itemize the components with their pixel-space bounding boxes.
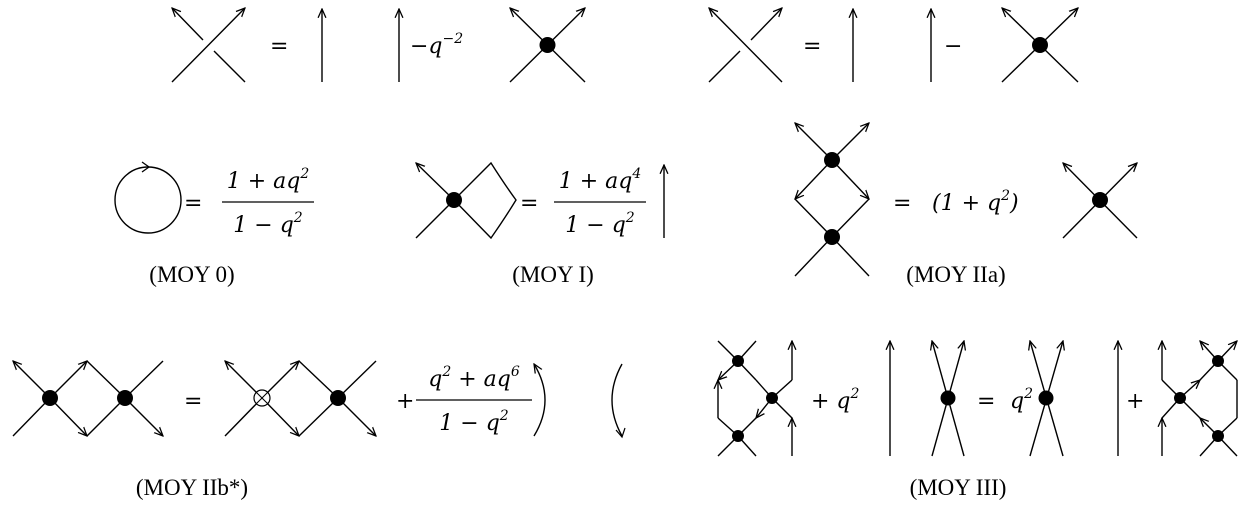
equals-sign: = — [184, 191, 202, 216]
relation-moy-iia: = (1 + q2) (MOY IIa) — [795, 123, 1137, 287]
circle-loop-diagram — [114, 161, 182, 234]
equals-sign: = — [270, 34, 288, 59]
denominator: 1 − q2 — [233, 210, 303, 238]
caption-moy-iib: (MOY IIb*) — [136, 475, 248, 500]
coefficient-one-plus-q-squared: (1 + q2) — [932, 188, 1019, 216]
coefficient-plus-q-squared: + q2 — [811, 386, 860, 414]
coefficient-q-inverse-squared: −q−2 — [410, 31, 463, 59]
caption-moy-iii: (MOY III) — [910, 475, 1007, 500]
plus-sign: + — [1126, 389, 1144, 414]
double-vertex-bigon-diagram — [795, 123, 869, 277]
parallel-strands-diagram — [853, 9, 931, 82]
vertex-with-loop-diagram — [416, 161, 517, 240]
moy-iii-vertex-and-strand — [1030, 341, 1118, 457]
positive-crossing-diagram — [172, 8, 245, 83]
caption-moy-i: (MOY I) — [512, 262, 594, 287]
denominator: 1 − q2 — [439, 408, 509, 436]
equals-sign: = — [803, 34, 821, 59]
parallel-strands-diagram — [322, 9, 399, 82]
singular-vertex-diagram — [510, 8, 585, 83]
relation-positive-crossing: = −q−2 — [172, 8, 585, 83]
fraction-moy-0: 1 + aq2 1 − q2 — [222, 166, 314, 238]
relation-negative-crossing: = − — [709, 8, 1078, 83]
numerator: 1 + aq4 — [559, 166, 642, 194]
moy-iii-strand-and-vertex — [890, 341, 964, 457]
denominator: 1 − q2 — [565, 210, 635, 238]
double-vertex-square-diagram-right — [225, 361, 376, 436]
smoothing-arcs-diagram — [534, 364, 626, 439]
numerator: q2 + aq6 — [428, 364, 520, 392]
moy-iii-right-diagram — [1162, 341, 1237, 457]
relation-moy-iii: + q2 = q2 + — [718, 341, 1237, 500]
relation-moy-i: = 1 + aq4 1 − q2 (MOY I) — [416, 161, 664, 287]
equals-sign: = — [184, 389, 202, 414]
caption-moy-iia: (MOY IIa) — [906, 262, 1005, 287]
equals-sign: = — [520, 191, 538, 216]
double-vertex-square-diagram-left — [13, 361, 163, 436]
singular-vertex-diagram — [1002, 8, 1078, 83]
relation-moy-0: = 1 + aq2 1 − q2 (MOY 0) — [114, 161, 314, 287]
caption-moy-0: (MOY 0) — [149, 262, 234, 287]
minus-sign: − — [944, 34, 962, 59]
plus-sign: + — [396, 389, 414, 414]
negative-crossing-diagram — [709, 8, 782, 83]
relation-moy-iib: = + q2 + aq6 1 − q2 (MOY IIb*) — [13, 361, 626, 500]
fraction-moy-i: 1 + aq4 1 − q2 — [554, 166, 646, 238]
equals-sign: = — [977, 389, 995, 414]
moy-iii-left-diagram — [718, 341, 792, 457]
singular-vertex-diagram — [1063, 163, 1137, 239]
coefficient-q-squared: q2 — [1010, 386, 1033, 414]
equals-sign: = — [893, 191, 911, 216]
numerator: 1 + aq2 — [227, 166, 310, 194]
fraction-moy-iib: q2 + aq6 1 − q2 — [416, 364, 532, 436]
